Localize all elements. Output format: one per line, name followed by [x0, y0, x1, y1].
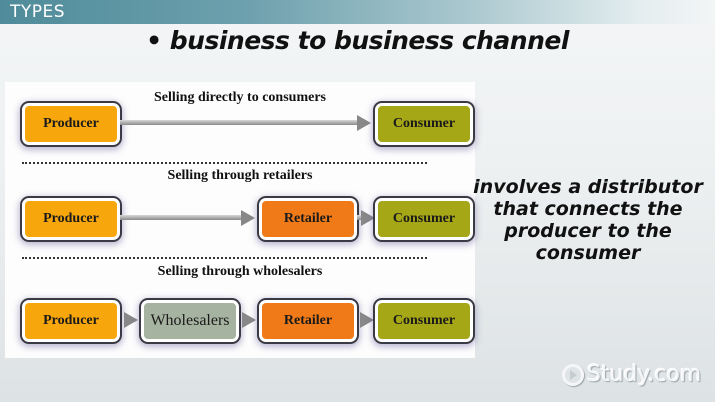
node-consumer: Consumer — [375, 103, 473, 145]
divider — [22, 257, 427, 259]
note-line: involves a distributor — [473, 176, 703, 198]
arrowhead-icon — [241, 210, 255, 226]
headline-text: business to business channel — [169, 26, 570, 55]
arrowhead-icon — [242, 312, 256, 328]
node-wholesalers: Wholesalers — [141, 300, 239, 342]
distribution-channel-diagram: Selling directly to consumers Producer C… — [5, 82, 475, 358]
node-producer: Producer — [22, 103, 120, 145]
description-note: involves a distributor that connects the… — [468, 176, 708, 264]
arrowhead-icon — [361, 210, 375, 226]
node-retailer: Retailer — [259, 198, 357, 240]
note-line: consumer — [535, 242, 641, 264]
row-title-wholesalers: Selling through wholesalers — [157, 264, 323, 279]
logo-text: Study.com — [587, 362, 702, 387]
section-label: TYPES — [10, 2, 66, 22]
row-title-retailers: Selling through retailers — [167, 168, 313, 183]
arrowhead-icon — [124, 312, 138, 328]
bullet: • — [146, 26, 162, 55]
arrow-line — [120, 120, 358, 125]
node-consumer: Consumer — [375, 198, 473, 240]
node-producer: Producer — [22, 198, 120, 240]
row-title-direct: Selling directly to consumers — [153, 90, 326, 105]
arrow-line — [120, 215, 242, 220]
play-circle-icon — [562, 363, 584, 386]
study-com-logo: Study.com — [562, 362, 701, 387]
note-line: producer to the — [504, 220, 672, 242]
arrowhead-icon — [357, 115, 371, 131]
arrowhead-icon — [360, 312, 374, 328]
node-producer: Producer — [22, 300, 120, 342]
section-header-bar: TYPES — [0, 0, 715, 24]
node-consumer: Consumer — [375, 300, 473, 342]
slide-headline: • business to business channel — [0, 26, 715, 55]
arrow-line — [357, 215, 363, 220]
divider — [22, 162, 427, 164]
note-line: that connects the — [493, 198, 683, 220]
node-retailer: Retailer — [259, 300, 357, 342]
